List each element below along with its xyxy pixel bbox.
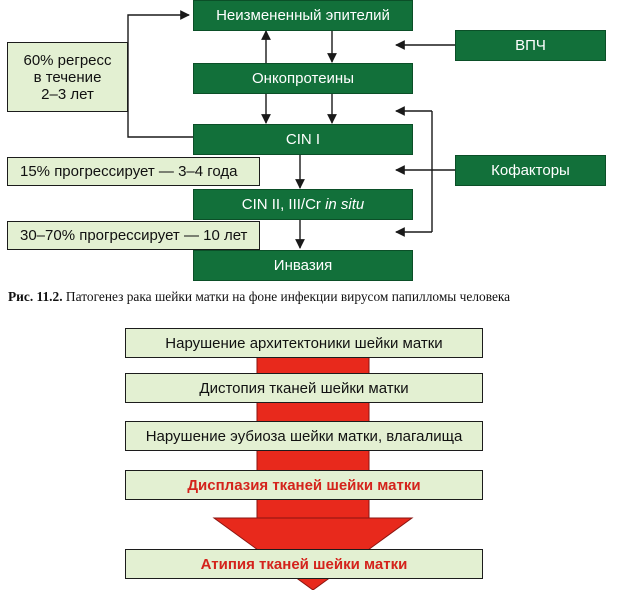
step-dystopia-label: Дистопия тканей шейки матки	[199, 379, 409, 397]
step-dysplasia: Дисплазия тканей шейки матки	[125, 470, 483, 500]
regress-loop-line	[127, 10, 193, 138]
node-invasion: Инвазия	[193, 250, 413, 281]
pathogenesis-connectors	[127, 10, 455, 249]
step-atypia-label: Атипия тканей шейки матки	[200, 555, 408, 573]
node-epithelium: Неизмененный эпителий	[193, 0, 413, 31]
note-progress-15-label: 15% прогрессирует — 3–4 года	[20, 163, 238, 180]
node-hpv: ВПЧ	[455, 30, 606, 61]
step-eubiosis-label: Нарушение эубиоза шейки матки, влагалища	[145, 427, 463, 445]
figure-caption-text: Патогенез рака шейки матки на фоне инфек…	[62, 289, 511, 304]
node-cofactors: Кофакторы	[455, 155, 606, 186]
step-dystopia: Дистопия тканей шейки матки	[125, 373, 483, 403]
note-regress: 60% регресс в течение 2–3 лет	[7, 42, 128, 112]
node-cin1: CIN I	[193, 124, 413, 155]
figure-caption: Рис. 11.2. Патогенез рака шейки матки на…	[8, 289, 614, 305]
note-progress-15: 15% прогрессирует — 3–4 года	[7, 157, 260, 186]
node-hpv-label: ВПЧ	[515, 37, 546, 54]
note-progress-30-70-label: 30–70% прогрессирует — 10 лет	[20, 227, 248, 244]
node-oncoproteins-label: Онкопротеины	[252, 70, 354, 87]
node-cin2-cin3: CIN II, III/Cr in situ	[193, 189, 413, 220]
node-cin2-label-italic: in situ	[325, 196, 365, 213]
step-architectonics-label: Нарушение архитектоники шейки матки	[165, 334, 443, 352]
step-eubiosis: Нарушение эубиоза шейки матки, влагалища	[125, 421, 483, 451]
node-invasion-label: Инвазия	[273, 257, 333, 274]
step-dysplasia-label: Дисплазия тканей шейки матки	[187, 476, 421, 494]
step-atypia: Атипия тканей шейки матки	[125, 549, 483, 579]
step-architectonics: Нарушение архитектоники шейки матки	[125, 328, 483, 358]
node-epithelium-label: Неизмененный эпителий	[216, 7, 390, 24]
note-progress-30-70: 30–70% прогрессирует — 10 лет	[7, 221, 260, 250]
node-cin2-label: CIN II, III/Cr in situ	[242, 196, 365, 213]
node-oncoproteins: Онкопротеины	[193, 63, 413, 94]
figure-caption-label: Рис. 11.2.	[8, 289, 63, 304]
note-regress-label: 60% регресс в течение 2–3 лет	[23, 51, 112, 103]
node-cin1-label: CIN I	[285, 131, 321, 148]
node-cofactors-label: Кофакторы	[491, 162, 570, 179]
node-cin2-label-main: CIN II, III/Cr	[241, 196, 326, 213]
